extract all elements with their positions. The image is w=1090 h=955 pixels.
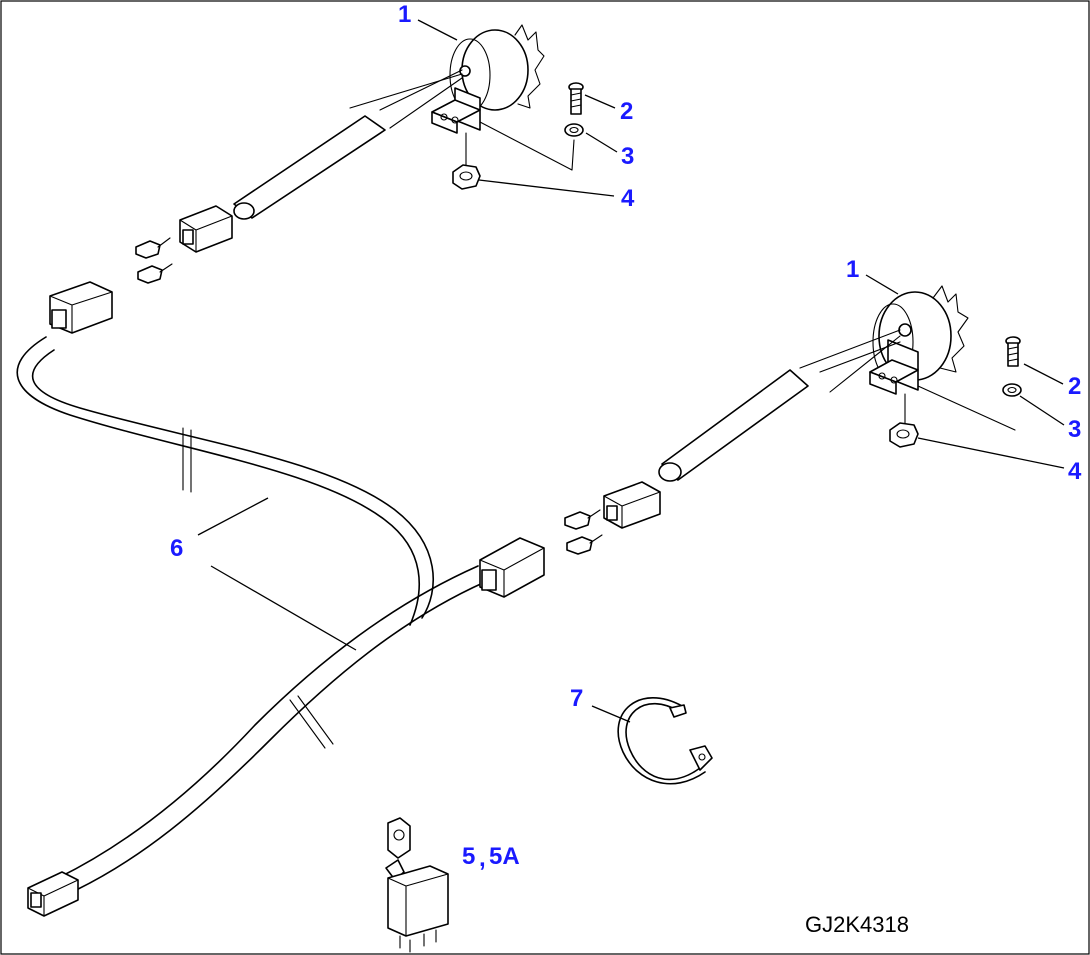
drawing-code: GJ2K4318 <box>805 912 909 937</box>
leader-lines <box>197 19 1065 723</box>
callout-harness: 6 <box>170 535 183 562</box>
callout-right-washer: 3 <box>1068 416 1081 443</box>
callout-labels: 1 2 3 4 1 2 3 4 6 7 5 , 5A <box>170 1 1082 872</box>
relay <box>385 817 449 953</box>
callout-relay-alt: 5A <box>489 843 520 870</box>
callout-band: 7 <box>570 685 583 712</box>
callout-top-bolt: 2 <box>620 98 633 125</box>
band-clamp <box>617 697 713 785</box>
right-switch-assembly <box>564 285 1022 555</box>
callout-top-nut: 4 <box>621 185 635 212</box>
callout-relay: 5 <box>462 843 475 870</box>
wire-harness <box>16 281 545 917</box>
callout-right-nut: 4 <box>1068 458 1082 485</box>
callout-top-washer: 3 <box>621 143 634 170</box>
callout-top-switch: 1 <box>398 1 411 28</box>
callout-right-switch: 1 <box>846 256 859 283</box>
top-switch-assembly <box>135 24 584 284</box>
callout-right-bolt: 2 <box>1068 373 1081 400</box>
callout-relay-comma: , <box>479 845 486 872</box>
